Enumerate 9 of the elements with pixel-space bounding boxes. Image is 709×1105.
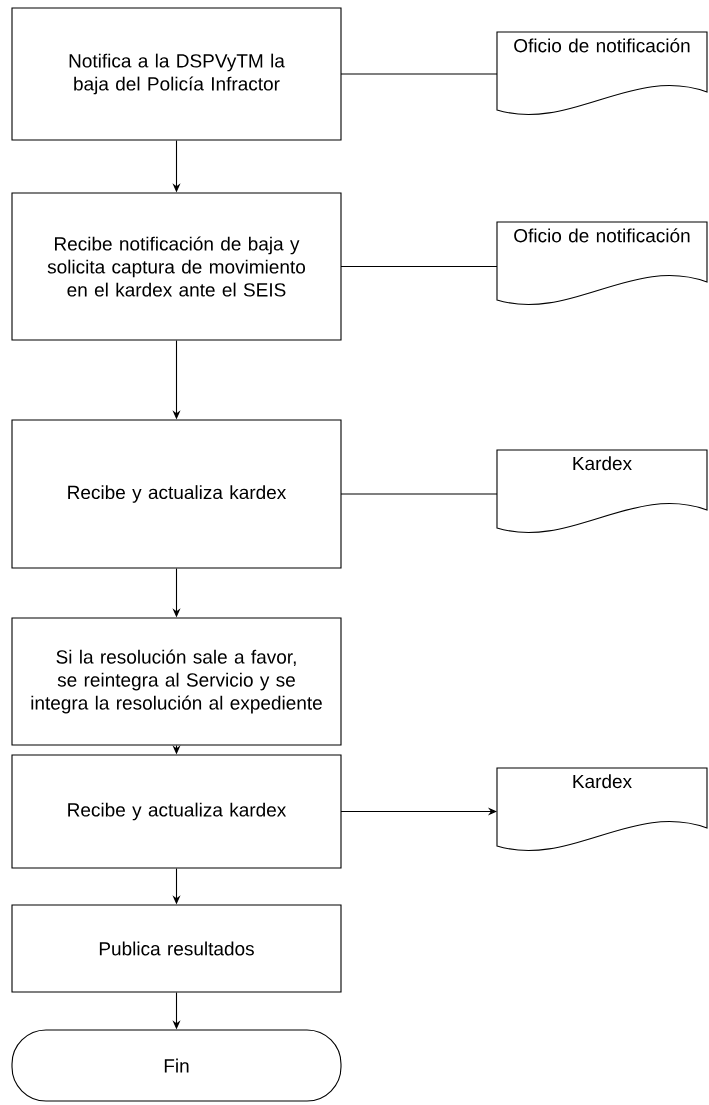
connector-line	[340, 493, 498, 495]
process-box: Si la resolución sale a favor, se reintegra al Servicio y se integra la resolución al expediente	[11, 617, 342, 746]
process-box: Notifica a la DSPVyTM la baja del Policía Infractor	[11, 7, 342, 141]
process-box: Recibe y actualiza kardex	[11, 754, 342, 869]
process-box: Recibe notificación de baja y solicita captura de movimiento en el kardex ante el SEIS	[11, 192, 342, 341]
connector-line	[340, 73, 498, 75]
process-box: Recibe y actualiza kardex	[11, 419, 342, 569]
connector-line	[340, 265, 498, 268]
process-box: Publica resultados	[11, 904, 342, 993]
